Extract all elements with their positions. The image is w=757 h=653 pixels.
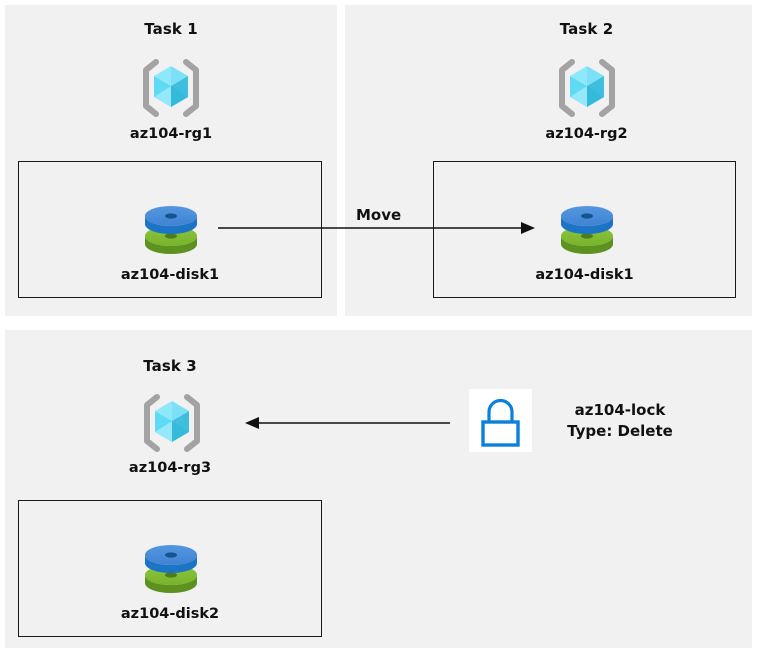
move-arrow [218, 222, 535, 234]
lock-label-group: az104-lock Type: Delete [540, 400, 700, 442]
resource-group-cube-icon [551, 57, 623, 119]
resource-group-cube-icon [136, 392, 208, 454]
task3-resource-group-label: az104-rg3 [128, 460, 212, 476]
task3-disk-label: az104-disk2 [120, 606, 220, 622]
lock-icon [469, 389, 532, 452]
lock-name: az104-lock [574, 401, 666, 419]
task1-resource-group-label: az104-rg1 [129, 126, 213, 142]
resource-group-cube-icon [135, 57, 207, 119]
lock-arrow [245, 417, 450, 429]
lock-type: Type: Delete [567, 422, 673, 440]
task2-resource-group-label: az104-rg2 [545, 126, 628, 142]
managed-disk-icon [136, 196, 206, 258]
task3-title: Task 3 [143, 357, 197, 375]
managed-disk-icon [136, 535, 206, 597]
task1-title: Task 1 [144, 20, 198, 38]
move-arrow-label: Move [356, 206, 402, 224]
task1-disk-label: az104-disk1 [120, 267, 220, 283]
task2-disk-label: az104-disk1 [535, 267, 634, 283]
task2-title: Task 2 [559, 20, 614, 38]
managed-disk-icon [552, 196, 622, 258]
